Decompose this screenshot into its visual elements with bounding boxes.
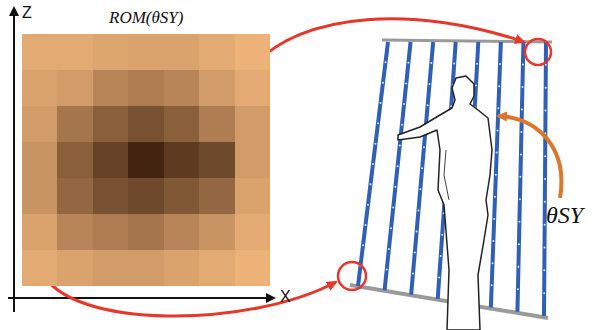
heatmap-title: ROM(θSY) xyxy=(109,8,183,28)
heatmap-cell xyxy=(235,142,270,178)
heatmap-cell xyxy=(199,178,235,214)
heatmap-cell xyxy=(22,214,57,250)
heatmap-cell xyxy=(199,34,235,70)
heatmap-cell xyxy=(22,70,57,106)
heatmap-cell xyxy=(235,106,270,142)
heatmap-cell xyxy=(57,250,93,286)
heatmap-cell xyxy=(93,34,128,70)
heatmap-cell xyxy=(199,142,235,178)
heatmap-cell xyxy=(164,106,199,142)
heatmap-cell xyxy=(57,70,93,106)
heatmap-cell xyxy=(128,142,164,178)
axis-label: Z xyxy=(22,4,32,22)
heatmap-cell xyxy=(235,34,270,70)
heatmap-cell xyxy=(199,214,235,250)
x-axis xyxy=(8,297,274,299)
heatmap-cell xyxy=(235,70,270,106)
heatmap-cell xyxy=(22,34,57,70)
heatmap-cell xyxy=(93,106,128,142)
heatmap-cell xyxy=(93,214,128,250)
angle-label: θSY xyxy=(546,202,583,229)
angle-arrow xyxy=(498,116,561,198)
heatmap-cell xyxy=(164,142,199,178)
heatmap-cell xyxy=(235,214,270,250)
heatmap-cell xyxy=(57,106,93,142)
heatmap-cell xyxy=(22,142,57,178)
mapping-arrow xyxy=(252,19,524,68)
heatmap-cell xyxy=(128,178,164,214)
heatmap-cell xyxy=(164,178,199,214)
heatmap-cell xyxy=(164,250,199,286)
person xyxy=(398,76,492,330)
heatmap-cell xyxy=(93,70,128,106)
heatmap-cell xyxy=(93,250,128,286)
heatmap-cell xyxy=(164,214,199,250)
heatmap-cell xyxy=(22,250,57,286)
z-axis xyxy=(13,8,15,312)
corner-circle xyxy=(525,39,551,65)
heatmap-cell xyxy=(128,34,164,70)
heatmap-cell xyxy=(57,178,93,214)
heatmap xyxy=(22,34,270,286)
heatmap-cell xyxy=(128,250,164,286)
heatmap-cell xyxy=(199,70,235,106)
heatmap-cell xyxy=(93,142,128,178)
heatmap-cell xyxy=(128,70,164,106)
heatmap-cell xyxy=(235,250,270,286)
heatmap-cell xyxy=(128,214,164,250)
heatmap-cell xyxy=(199,250,235,286)
heatmap-cell xyxy=(22,178,57,214)
heatmap-cell xyxy=(128,106,164,142)
corner-circle xyxy=(338,262,366,290)
heatmap-cell xyxy=(164,34,199,70)
heatmap-cell xyxy=(57,34,93,70)
heatmap-cell xyxy=(235,178,270,214)
heatmap-cell xyxy=(93,178,128,214)
heatmap-cell xyxy=(22,106,57,142)
heatmap-cell xyxy=(57,142,93,178)
heatmap-cell xyxy=(164,70,199,106)
heatmap-cell xyxy=(57,214,93,250)
axis-label: X xyxy=(280,288,291,306)
heatmap-cell xyxy=(199,106,235,142)
